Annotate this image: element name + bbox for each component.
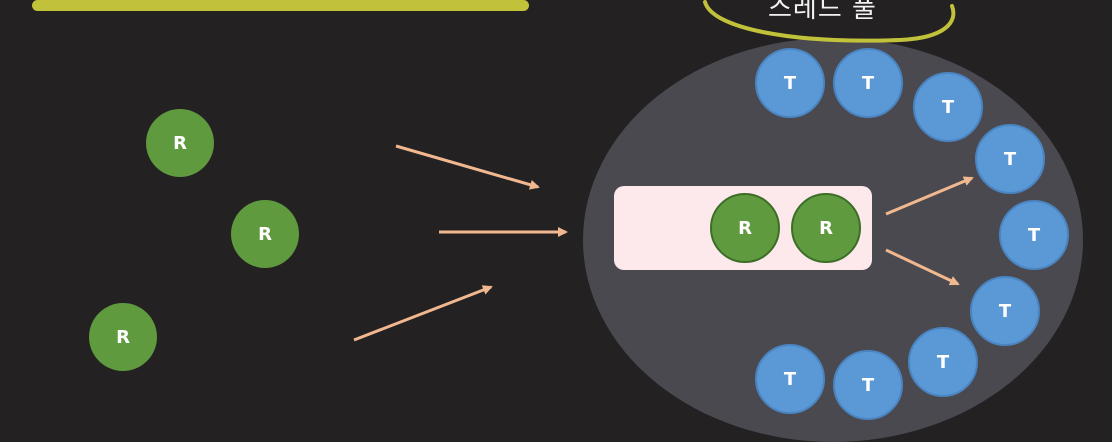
thread-node: T: [999, 200, 1069, 270]
thread-node: T: [833, 350, 903, 420]
request-node: R: [146, 109, 214, 177]
queued-request-node: R: [710, 193, 780, 263]
thread-node: T: [970, 276, 1040, 346]
queued-request-node: R: [791, 193, 861, 263]
thread-node: T: [908, 327, 978, 397]
thread-node: T: [833, 48, 903, 118]
arrow-request-1: [395, 144, 540, 190]
thread-node: T: [755, 344, 825, 414]
thread-node: T: [755, 48, 825, 118]
top-highlight-bar: [32, 0, 529, 11]
title-highlight-circle: [703, 0, 956, 43]
arrow-to-thread-lower: [885, 248, 960, 286]
thread-node: T: [975, 124, 1045, 194]
arrow-to-thread-upper: [885, 176, 974, 216]
request-node: R: [89, 303, 157, 371]
pool-title: 스레드 풀: [768, 0, 877, 24]
thread-node: T: [913, 72, 983, 142]
arrow-request-3: [353, 285, 493, 342]
request-node: R: [231, 200, 299, 268]
